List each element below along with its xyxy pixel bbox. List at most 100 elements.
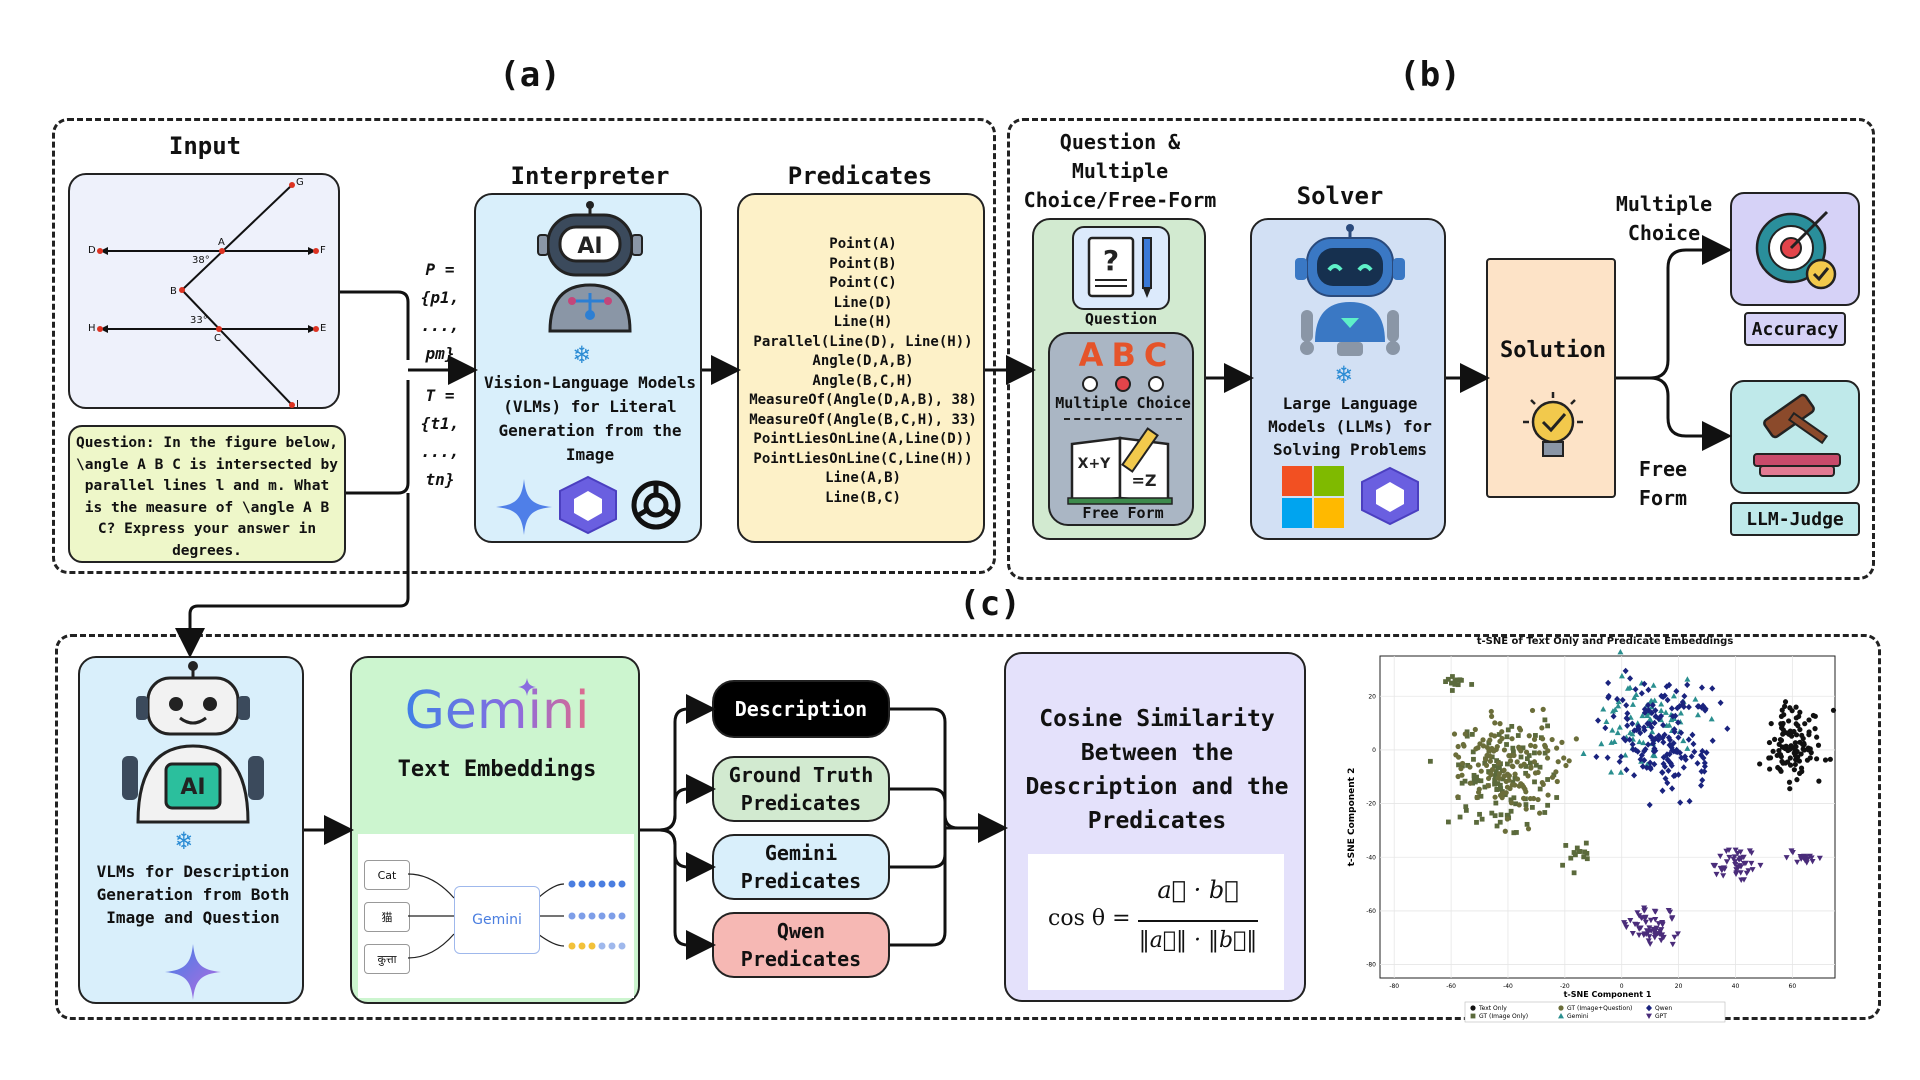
scatter-point [1533,762,1539,768]
scatter-point [1486,769,1492,774]
scatter-point [1614,729,1621,736]
qwen-predicates-pill: Qwen Predicates [712,912,890,978]
scatter-point [1649,734,1656,742]
scatter-point [1498,812,1504,818]
scatter-point [1649,701,1656,709]
scatter-point [1469,731,1475,737]
embed-input-chinese: 猫 [364,902,410,932]
scatter-point [1637,925,1644,931]
scatter-point [1698,684,1705,691]
point-label-f: F [320,245,326,256]
scatter-point [1646,801,1653,809]
scatter-point [1680,764,1687,771]
scatter-point [1542,717,1548,723]
scatter-point [1789,733,1795,739]
y-axis-label: t-SNE Component 2 [1347,768,1357,867]
scatter-point [1526,733,1532,739]
scatter-point [1680,703,1687,710]
scatter-point [1485,775,1492,782]
scatter-point [1652,707,1659,714]
scatter-point [1734,864,1741,871]
scatter-point [1531,759,1538,765]
predicate-item: Point(A) [829,236,897,252]
scatter-point [1497,819,1503,825]
scatter-point [1582,849,1588,855]
scatter-point [1737,849,1744,855]
scatter-point [1459,780,1465,786]
scatter-point [1492,733,1498,739]
scatter-point [1616,724,1623,730]
scatter-point [1806,729,1812,735]
scatter-point [1477,741,1483,747]
gemini-predicates-pill: Gemini Predicates [712,834,890,900]
scatter-point [1521,761,1527,767]
scatter-point [1504,784,1511,790]
scatter-point [1465,762,1471,768]
scatter-point [1445,676,1451,682]
angle-label-33: 33° [190,315,208,326]
scatter-point [1723,859,1730,865]
svg-text:AI: AI [577,234,602,259]
cosine-box: Cosine Similarity Between the Descriptio… [1004,652,1306,1002]
robot-ai-icon-2: AI [122,661,264,824]
scatter-point [1645,701,1652,709]
x-axis-label: t-SNE Component 1 [1564,990,1652,999]
scatter-point [1629,720,1636,727]
scatter-point [1542,750,1548,756]
scatter-point [1662,775,1669,782]
divider [1064,418,1182,420]
scatter-point [1467,764,1473,770]
accuracy-label: Accuracy [1744,312,1846,346]
scatter-point [1515,733,1521,738]
scatter-point [1631,694,1638,700]
scatter-point [1667,760,1674,767]
scatter-point [1476,786,1482,792]
scatter-point [1563,843,1569,848]
scatter-point [1499,729,1505,735]
predicate-item: Parallel(Line(D), Line(H)) [753,333,973,350]
scatter-point [1646,1004,1652,1012]
scatter-point [1524,756,1530,762]
scatter-point [1624,710,1631,717]
scatter-point [1649,728,1656,735]
free-form-book-icon: X+Y =Z [1067,427,1173,505]
scatter-point [1732,859,1739,865]
scatter-point [1450,674,1455,679]
scatter-point [1636,738,1643,745]
robot-solver-icon [1295,224,1405,356]
scatter-point [1516,802,1522,808]
panel-b [1007,118,1875,580]
scatter-point [1658,927,1665,933]
scatter-point [1614,695,1621,703]
scatter-point [1743,870,1750,877]
scatter-point [1523,770,1529,776]
scatter-point [1669,941,1676,948]
scatter-point [1641,905,1648,911]
scatter-point [1503,778,1509,785]
scatter-point [1584,856,1590,862]
scatter-point [1644,720,1651,727]
scatter-point [1658,701,1665,707]
scatter-point [1525,826,1532,832]
scatter-point [1524,821,1530,827]
scatter-point [1701,763,1708,770]
scatter-point [1647,917,1654,924]
scatter-point [1815,742,1822,748]
scatter-point [1469,682,1475,687]
scatter-point [1573,736,1579,742]
scatter-point [1809,858,1816,865]
formula-lhs: cos θ = [1048,906,1131,931]
predicate-item: MeasureOf(Angle(D,A,B), 38) [749,392,977,408]
scatter-point [1446,819,1451,825]
scatter-point [1641,680,1648,688]
scatter-point [1623,924,1630,931]
scatter-point [1721,865,1728,871]
scatter-point [1527,760,1533,766]
scatter-point [1595,717,1602,724]
scatter-point [1525,773,1531,779]
scatter-point [1545,748,1551,754]
scatter-point [1492,720,1498,726]
scatter-point [1472,726,1478,733]
svg-text:=Z: =Z [1131,471,1156,490]
solution-box: Solution [1486,258,1616,498]
